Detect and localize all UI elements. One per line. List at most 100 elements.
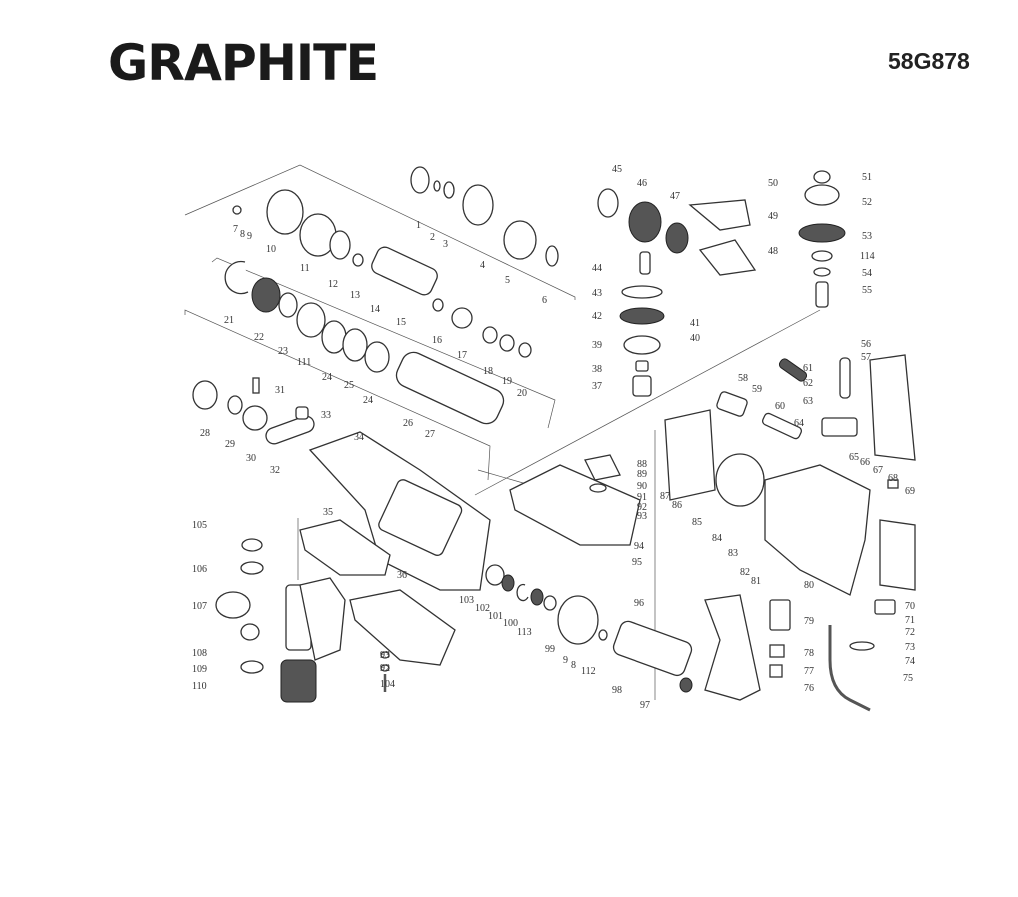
part-label: 55 (862, 285, 872, 296)
part-label: 48 (768, 246, 778, 257)
part-label: 73 (905, 642, 915, 653)
part-label: 37 (592, 381, 602, 392)
part-label: 97 (640, 700, 650, 711)
part-label: 15 (396, 317, 406, 328)
part-label: 31 (275, 385, 285, 396)
part-label: 3 (443, 239, 448, 250)
part-label: 33 (321, 410, 331, 421)
part-label: 51 (862, 172, 872, 183)
part-label: 8 (571, 660, 576, 671)
part-label: 46 (637, 178, 647, 189)
part-label: 110 (192, 681, 207, 692)
part-label: 10 (266, 244, 276, 255)
part-label: 49 (768, 211, 778, 222)
part-label: 22 (254, 332, 264, 343)
part-label: 87 (660, 491, 670, 502)
part-label: 8 (240, 229, 245, 240)
part-label: 111 (297, 357, 311, 368)
part-label: 18 (483, 366, 493, 377)
part-label: 89 (637, 469, 647, 480)
part-label: 85 (692, 517, 702, 528)
part-label: 57 (861, 352, 871, 363)
part-label: 47 (670, 191, 680, 202)
part-label: 9 (563, 655, 568, 666)
part-label: 77 (804, 666, 814, 677)
part-label: 63 (803, 396, 813, 407)
part-label: 105 (192, 520, 207, 531)
part-label: 66 (860, 457, 870, 468)
part-label: 11 (300, 263, 310, 274)
part-label: 90 (637, 481, 647, 492)
part-label: 44 (592, 263, 602, 274)
part-label: 32 (270, 465, 280, 476)
part-label: 113 (517, 627, 532, 638)
part-label: 71 (905, 615, 915, 626)
parts (192, 166, 916, 712)
part-label: 58 (738, 373, 748, 384)
part-label: 35 (323, 507, 333, 518)
part-label: 6 (542, 295, 547, 306)
part-label: 75 (903, 673, 913, 684)
part-label: 76 (804, 683, 814, 694)
part-label: 107 (192, 601, 207, 612)
part-label: 108 (192, 648, 207, 659)
part-label: 60 (775, 401, 785, 412)
part-label: 41 (690, 318, 700, 329)
part-label: 65 (849, 452, 859, 463)
part-label: 14 (370, 304, 380, 315)
part-label: 98 (612, 685, 622, 696)
part-label: 23 (278, 346, 288, 357)
part-label: 45 (612, 164, 622, 175)
part-label: 92 (380, 663, 390, 674)
part-label: 24 (363, 395, 373, 406)
part-label: 68 (888, 473, 898, 484)
part-label: 114 (860, 251, 875, 262)
part-label: 99 (545, 644, 555, 655)
part-label: 92 (637, 502, 647, 513)
part-label: 7 (233, 224, 238, 235)
part-label: 53 (862, 231, 872, 242)
part-label: 42 (592, 311, 602, 322)
part-label: 93 (637, 511, 647, 522)
part-label: 38 (592, 364, 602, 375)
part-label: 82 (740, 567, 750, 578)
part-label: 81 (751, 576, 761, 587)
part-label: 5 (505, 275, 510, 286)
part-label: 103 (459, 595, 474, 606)
part-label: 50 (768, 178, 778, 189)
part-label: 43 (592, 288, 602, 299)
part-label: 39 (592, 340, 602, 351)
part-label: 70 (905, 601, 915, 612)
part-label: 80 (804, 580, 814, 591)
part-label: 29 (225, 439, 235, 450)
brand-logo: GRAPHITE (108, 34, 379, 92)
part-label: 83 (728, 548, 738, 559)
part-label: 69 (905, 486, 915, 497)
part-label: 30 (246, 453, 256, 464)
part-label: 19 (502, 376, 512, 387)
part-label: 24 (322, 372, 332, 383)
part-label: 52 (862, 197, 872, 208)
part-label: 4 (480, 260, 485, 271)
part-label: 67 (873, 465, 883, 476)
part-label: 79 (804, 616, 814, 627)
part-label: 104 (380, 679, 395, 690)
part-label: 93 (380, 650, 390, 661)
part-label: 27 (425, 429, 435, 440)
part-label: 62 (803, 378, 813, 389)
part-label: 20 (517, 388, 527, 399)
part-label: 61 (803, 363, 813, 374)
part-label: 54 (862, 268, 872, 279)
part-label: 74 (905, 656, 915, 667)
part-label: 112 (581, 666, 596, 677)
part-label: 95 (632, 557, 642, 568)
part-label: 101 (488, 611, 503, 622)
part-label: 94 (634, 541, 644, 552)
part-label: 102 (475, 603, 490, 614)
part-label: 1 (416, 220, 421, 231)
part-label: 106 (192, 564, 207, 575)
part-label: 28 (200, 428, 210, 439)
part-label: 56 (861, 339, 871, 350)
part-label: 59 (752, 384, 762, 395)
